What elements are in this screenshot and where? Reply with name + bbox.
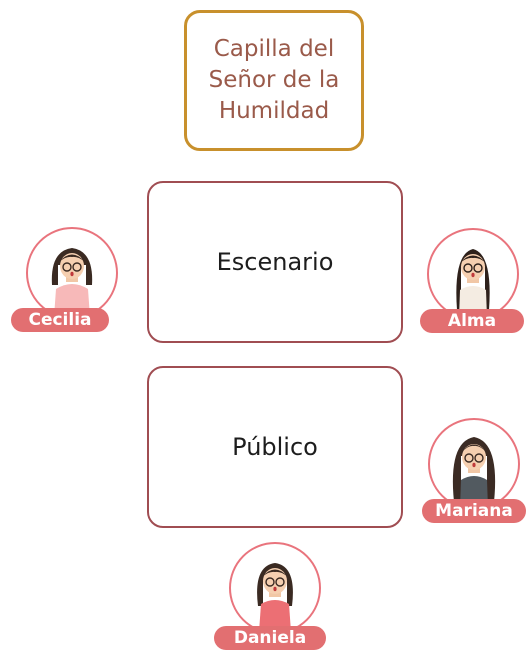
avatar-alma [427, 228, 519, 320]
person-daniela: Daniela [214, 542, 334, 662]
person-cecilia: Cecilia [11, 227, 131, 347]
chapel-box: Capilla del Señor de la Humildad [184, 10, 364, 151]
girl-avatar-icon [51, 248, 93, 317]
name-badge-cecilia: Cecilia [11, 308, 109, 332]
person-mariana: Mariana [422, 418, 532, 538]
girl-avatar-icon [456, 249, 490, 318]
avatar-mariana [428, 418, 520, 510]
girl-avatar-icon [257, 563, 293, 632]
audience-label: Público [232, 433, 318, 461]
name-badge-mariana: Mariana [422, 499, 526, 523]
girl-avatar-icon [452, 437, 496, 508]
person-alma: Alma [412, 228, 532, 348]
stage-box: Escenario [147, 181, 403, 343]
name-badge-alma: Alma [420, 309, 524, 333]
avatar-daniela [229, 542, 321, 634]
audience-box: Público [147, 366, 403, 528]
name-badge-daniela: Daniela [214, 626, 326, 650]
stage-label: Escenario [216, 248, 334, 276]
chapel-label: Capilla del Señor de la Humildad [208, 36, 340, 124]
avatar-cecilia [26, 227, 118, 319]
